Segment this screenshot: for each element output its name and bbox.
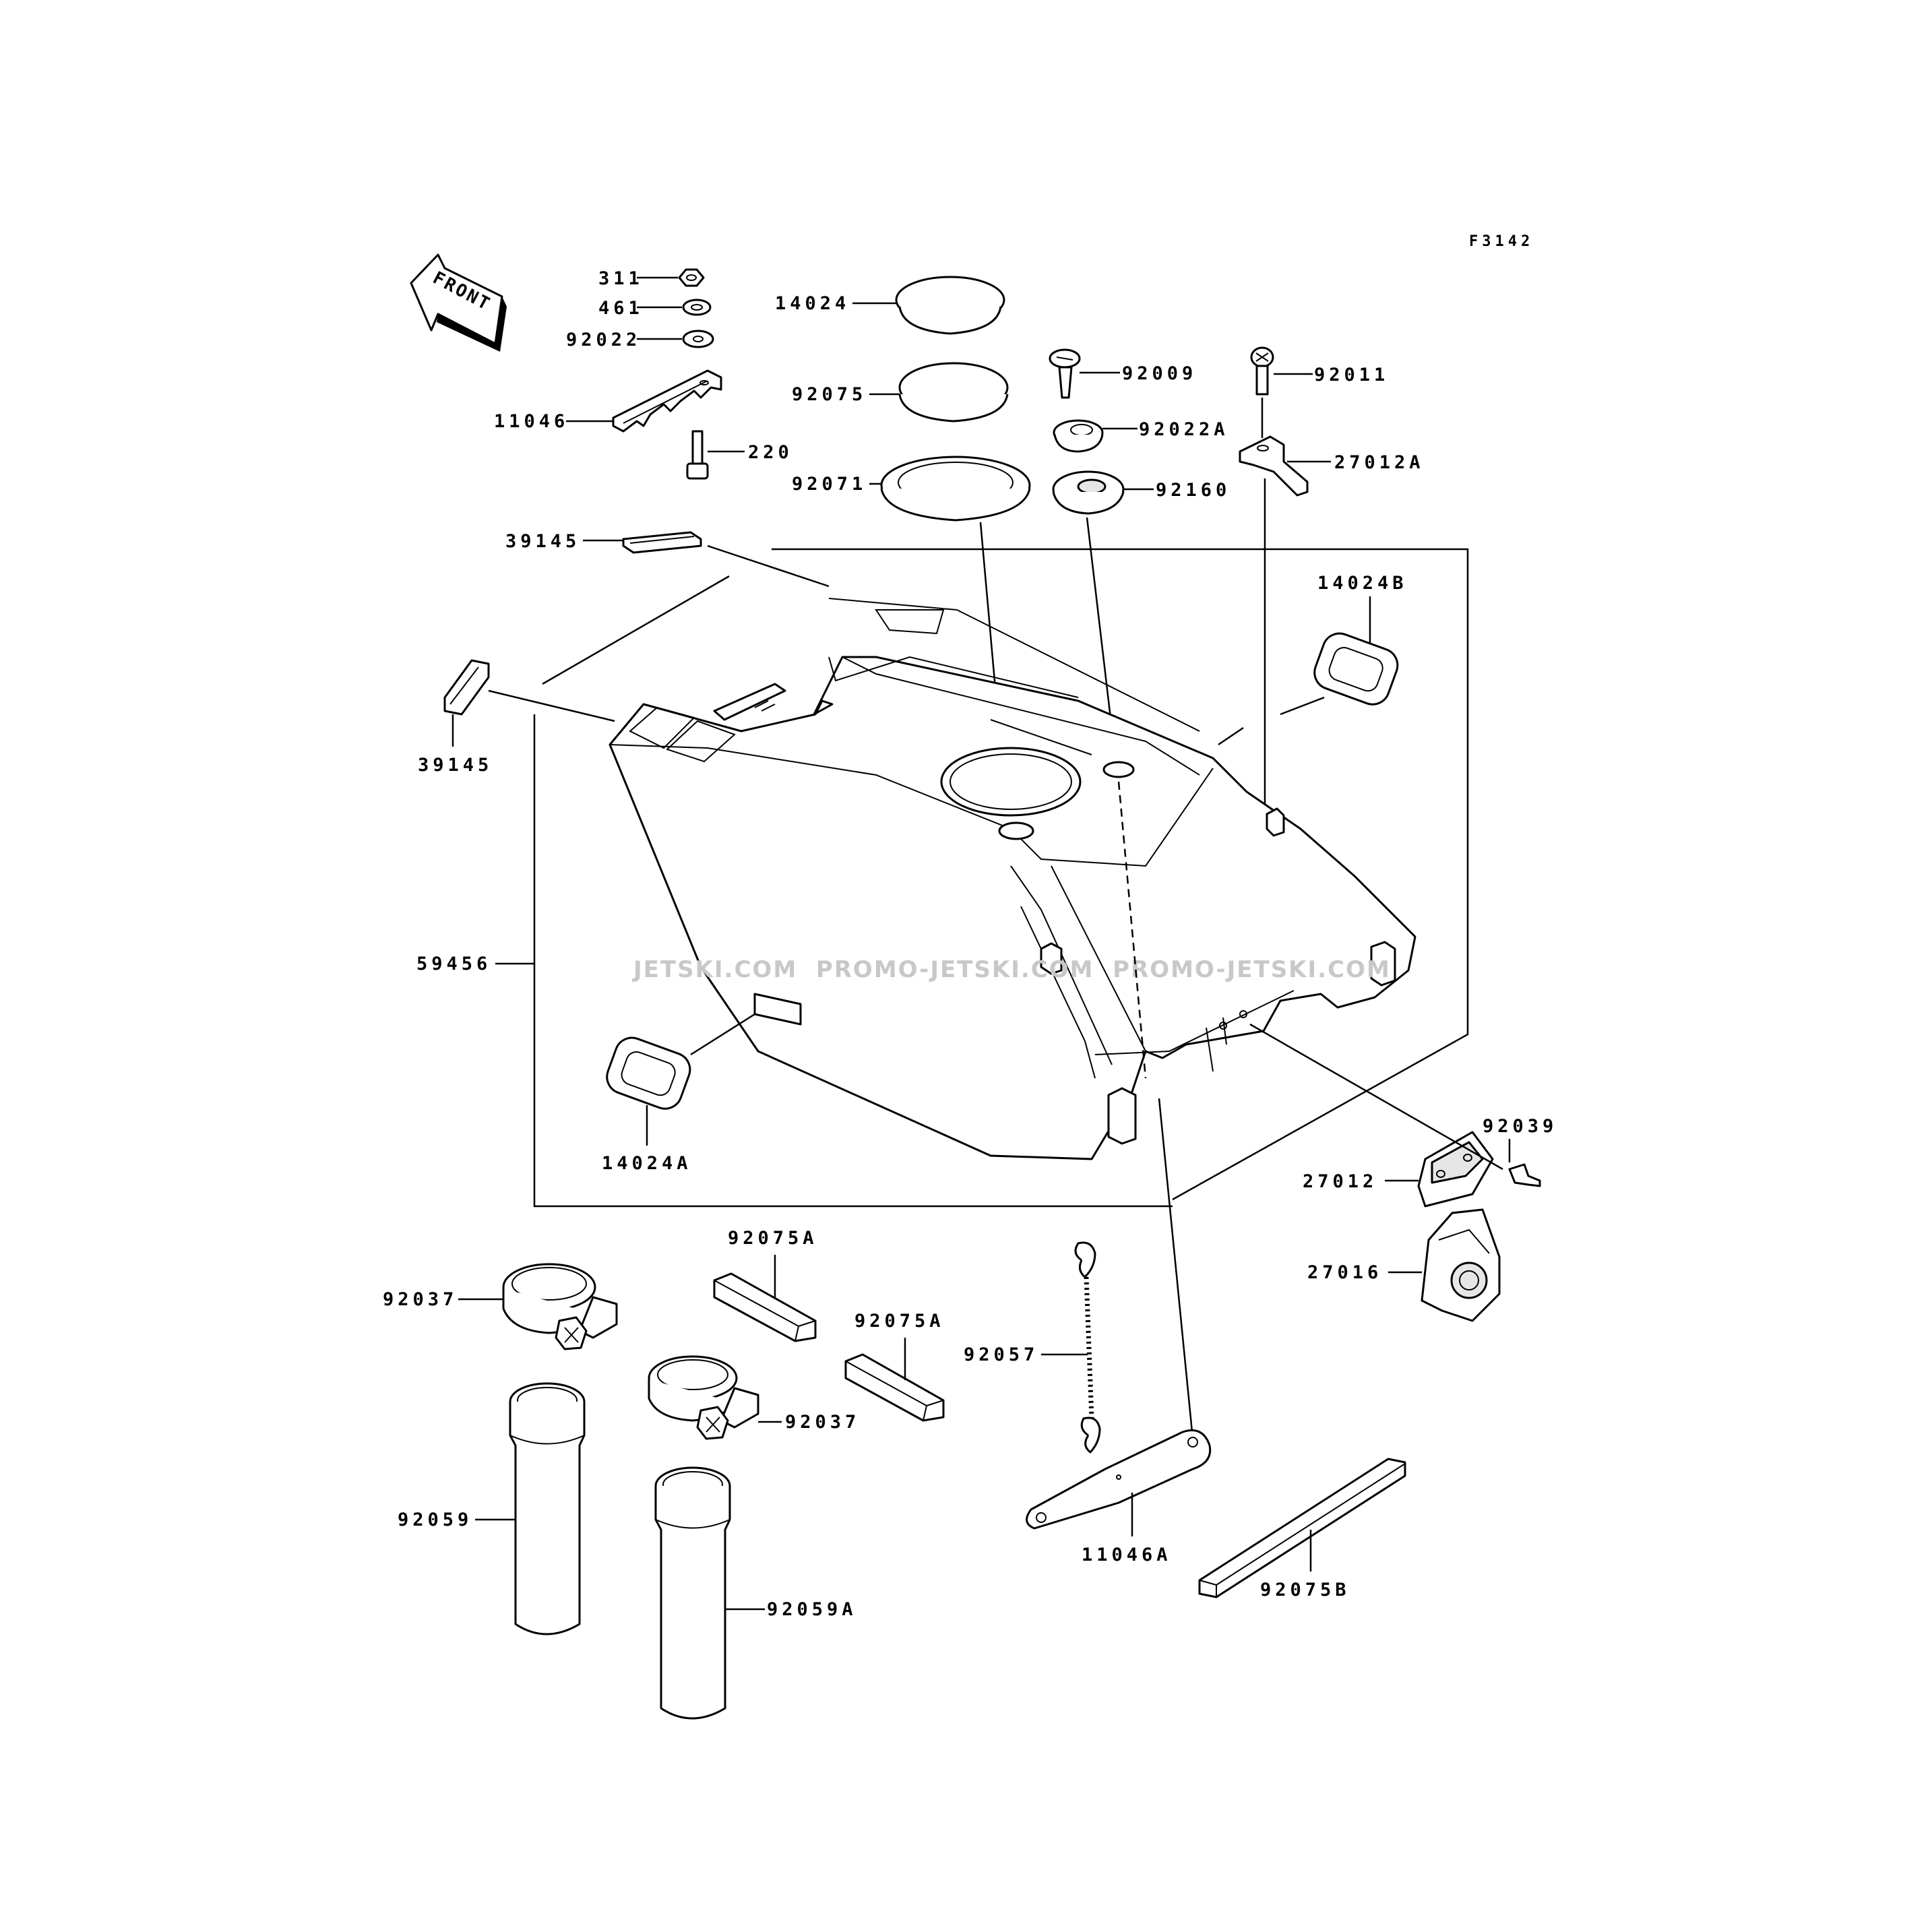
label-92037-left: 92037 <box>383 1289 458 1310</box>
cap-92075 <box>898 362 1009 423</box>
label-92057: 92057 <box>964 1344 1038 1365</box>
ring-92071 <box>880 456 1031 522</box>
label-311: 311 <box>598 268 644 289</box>
grommet-92022A <box>1053 419 1104 453</box>
nut-311 <box>678 268 705 287</box>
clamp-92037-left <box>502 1263 618 1350</box>
label-27016: 27016 <box>1307 1262 1382 1283</box>
label-14024B: 14024B <box>1317 573 1408 594</box>
cable-92057 <box>1074 1241 1101 1454</box>
bolt-92011 <box>1250 346 1274 396</box>
bracket-11046 <box>612 369 722 433</box>
gasket-14024A <box>606 1036 691 1110</box>
pipe-92059A <box>654 1466 731 1720</box>
pad-39145-left <box>443 659 490 716</box>
label-92039: 92039 <box>1483 1116 1557 1137</box>
label-92011: 92011 <box>1314 365 1389 385</box>
label-27012: 27012 <box>1303 1171 1377 1192</box>
label-92160: 92160 <box>1156 480 1230 501</box>
strip-92075A-top <box>713 1272 817 1342</box>
label-14024A: 14024A <box>602 1153 692 1174</box>
label-11046: 11046 <box>494 411 569 432</box>
label-92022: 92022 <box>566 330 641 350</box>
pad-39145-top <box>622 531 702 554</box>
label-59456: 59456 <box>416 954 491 974</box>
label-92009: 92009 <box>1122 363 1197 384</box>
front-arrow-icon: FRONT <box>410 253 507 352</box>
strip-92075A-bottom <box>844 1353 945 1422</box>
label-11046A: 11046A <box>1082 1545 1172 1565</box>
washer-461 <box>682 299 712 316</box>
grommet-92160 <box>1052 470 1125 515</box>
screw-92009 <box>1049 348 1081 399</box>
clamp-92037-right <box>648 1355 759 1440</box>
label-39145-left: 39145 <box>418 755 493 776</box>
label-461: 461 <box>598 298 644 319</box>
watermark: JETSKI.COM PROMO-JETSKI.COM PROMO-JETSKI… <box>632 956 1391 983</box>
bracket-27012A <box>1239 435 1309 497</box>
label-220: 220 <box>748 442 793 463</box>
label-92071: 92071 <box>792 474 867 495</box>
latch-27012 <box>1417 1131 1494 1208</box>
pipe-92059 <box>509 1382 586 1635</box>
label-92075A-bottom: 92075A <box>854 1311 945 1332</box>
pin-92039 <box>1508 1163 1541 1187</box>
label-92022A: 92022A <box>1139 419 1229 440</box>
label-27012A: 27012A <box>1334 452 1425 473</box>
label-14024: 14024 <box>775 293 850 314</box>
label-92037-right: 92037 <box>785 1412 860 1433</box>
gasket-14024B <box>1313 632 1399 706</box>
label-92075A-top: 92075A <box>728 1228 818 1249</box>
label-92075B: 92075B <box>1260 1580 1350 1600</box>
label-92059: 92059 <box>398 1509 472 1530</box>
washer-92022 <box>682 330 714 348</box>
strip-92075B <box>1198 1458 1406 1598</box>
main-cover-59456 <box>533 548 1469 1208</box>
figure-code: F3142 <box>1469 233 1534 250</box>
cap-14024 <box>895 276 1005 335</box>
strap-11046A <box>1026 1429 1212 1530</box>
label-39145-top: 39145 <box>505 531 580 552</box>
label-92059A: 92059A <box>767 1599 857 1620</box>
bolt-220 <box>686 430 709 480</box>
latch-27016 <box>1421 1208 1501 1322</box>
label-92075: 92075 <box>792 384 867 405</box>
